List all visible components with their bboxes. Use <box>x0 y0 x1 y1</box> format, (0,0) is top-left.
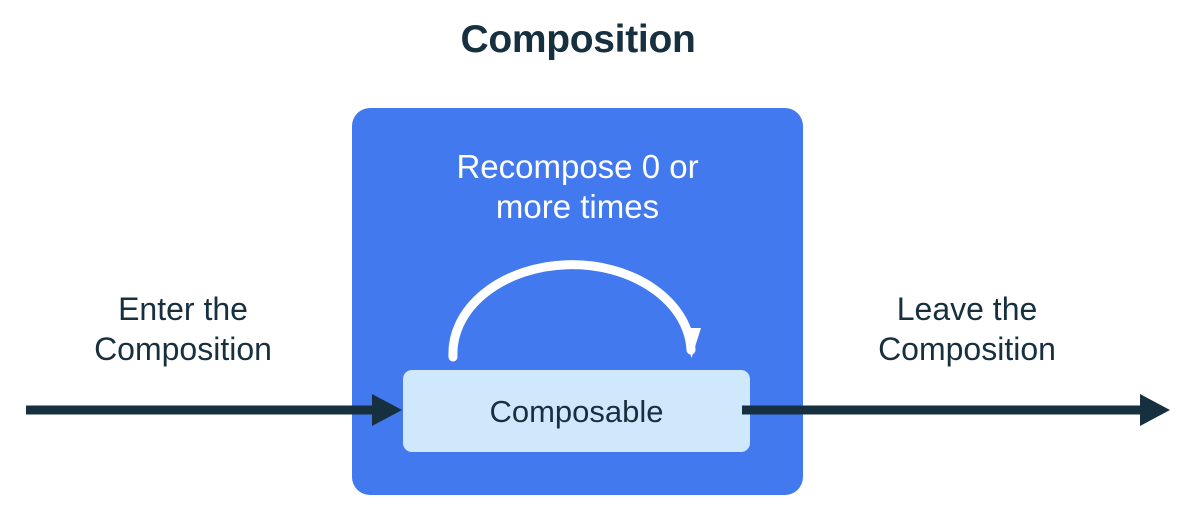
recompose-caption-line-2: more times <box>495 188 660 226</box>
composable-node-label: Composable <box>489 393 664 429</box>
enter-caption-line-1: Enter the <box>118 291 248 327</box>
leave-caption-line-2: Composition <box>878 331 1056 367</box>
recompose-caption: Recompose 0 or more times <box>352 147 803 228</box>
enter-caption-line-2: Composition <box>94 331 272 367</box>
leave-caption-line-1: Leave the <box>896 291 1038 327</box>
enter-composition-arrow-icon <box>26 394 402 426</box>
enter-composition-caption: Enter the Composition <box>33 289 333 369</box>
leave-composition-arrow-icon <box>742 394 1170 426</box>
recompose-loop-arrow-icon <box>448 260 701 362</box>
recompose-caption-line-1: Recompose 0 or <box>456 148 699 185</box>
page-title: Composition <box>460 18 696 61</box>
leave-composition-caption: Leave the Composition <box>817 289 1117 369</box>
composable-node: Composable <box>403 370 750 452</box>
